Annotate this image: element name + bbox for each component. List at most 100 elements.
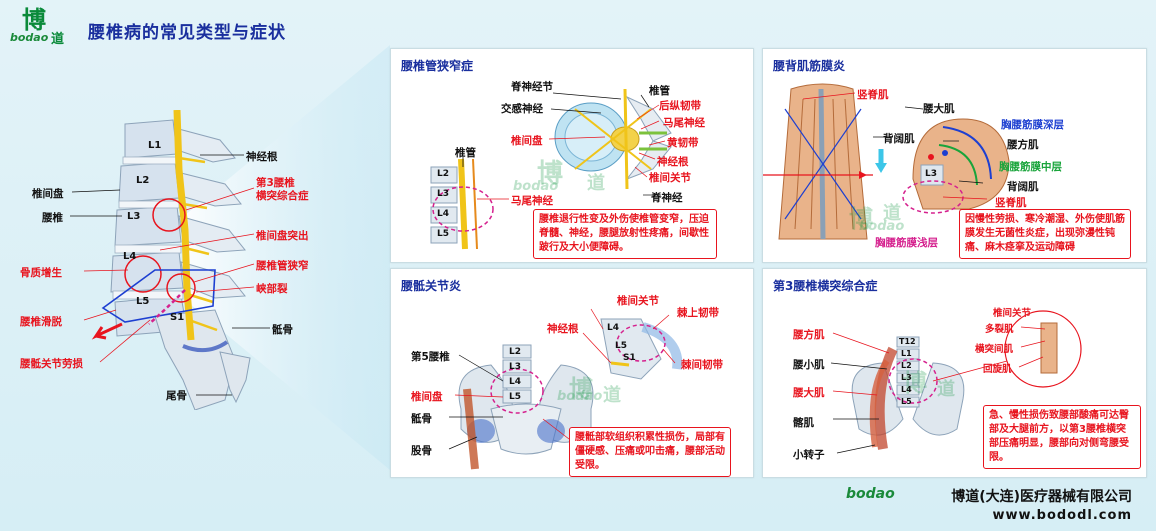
p4-label-trochanter: 小转子 <box>793 449 825 461</box>
panel-stenosis: 腰椎管狭窄症 <box>390 48 754 263</box>
p4-level-l3: L3 <box>901 373 912 382</box>
lumbosacral-illustration <box>448 308 683 470</box>
p1-level-l3: L3 <box>437 189 449 199</box>
p3-label-femur: 股骨 <box>411 445 432 457</box>
watermark-cn2: 道 <box>603 385 621 406</box>
p1-label-pll: 后纵韧带 <box>659 100 701 112</box>
p3-level-l2: L2 <box>509 347 521 357</box>
p4-label-psoas: 腰大肌 <box>793 387 825 399</box>
p1-label-cauda: 马尾神经 <box>663 117 705 129</box>
panel-stenosis-title: 腰椎管狭窄症 <box>401 59 474 73</box>
p4-level-t12: T12 <box>899 337 916 346</box>
label-disc: 椎间盘 <box>32 188 64 200</box>
label-osteophyte: 骨质增生 <box>20 267 62 279</box>
p3-label-root: 神经根 <box>547 323 579 335</box>
p4-level-l2: L2 <box>901 361 912 370</box>
watermark-en: bodao <box>859 219 905 234</box>
p3-side-level-s1: S1 <box>623 353 636 363</box>
label-nerve-root: 神经根 <box>246 151 278 163</box>
p4-description: 急、慢性损伤致腰部酸痛可达臀部及大腿前方，以第3腰椎横突部压痛明显，腰部向对侧弯… <box>983 405 1141 469</box>
brand-logo-en: bodao <box>10 31 49 44</box>
p4-label-iliacus: 髂肌 <box>793 417 814 429</box>
watermark-en: bodao <box>557 389 603 404</box>
light-beam <box>185 45 390 470</box>
p1-label-root: 神经根 <box>657 156 689 168</box>
p3-level-l3: L3 <box>509 362 521 372</box>
vertebra-s1-label: S1 <box>170 312 185 323</box>
vertebra-l5-label: L5 <box>136 296 150 307</box>
p3-label-inter: 棘间韧带 <box>681 359 723 371</box>
watermark-cn: 博 <box>537 159 564 189</box>
p1-label-flavum: 黄韧带 <box>667 137 699 149</box>
company-website[interactable]: www.bododl.com <box>992 508 1132 523</box>
coccyx-shape <box>219 351 251 404</box>
p4-level-l1: L1 <box>901 349 912 358</box>
p2-label-middle: 胸腰筋膜中层 <box>999 161 1062 173</box>
panel-lumbosacral: 腰骶关节炎 <box>390 268 754 478</box>
left-leader-lines <box>70 154 270 396</box>
p2-description: 因慢性劳损、寒冷潮湿、外伤使肌筋膜发生无菌性炎症，出现弥漫性钝痛、麻木痉挛及运动… <box>959 209 1131 259</box>
p1-level-l5: L5 <box>437 229 449 239</box>
label-si-strain: 腰骶关节劳损 <box>20 358 83 370</box>
p1-label-canal2: 椎管 <box>455 147 476 159</box>
watermark-cn2: 道 <box>587 173 605 194</box>
vertebra-l4-label: L4 <box>123 251 137 262</box>
p1-label-disc: 椎间盘 <box>511 135 543 147</box>
p4-label-facet: 椎间关节 <box>993 308 1032 319</box>
l3-syndrome-illustration <box>830 310 1082 454</box>
p1-label-facet: 椎间关节 <box>649 172 691 184</box>
p2-label-ql: 腰方肌 <box>1007 139 1039 151</box>
p4-level-l4: L4 <box>901 385 912 394</box>
label-sacrum: 骶骨 <box>272 324 293 336</box>
p2-label-latissimus: 背阔肌 <box>883 133 915 145</box>
p1-label-cauda2: 马尾神经 <box>511 195 553 207</box>
p2-label-erector: 竖脊肌 <box>857 89 889 101</box>
vertebra-l1-label: L1 <box>148 140 162 151</box>
p3-label-disc: 椎间盘 <box>411 391 443 403</box>
page-title: 腰椎病的常见类型与症状 <box>88 23 286 43</box>
label-coccyx: 尾骨 <box>166 390 187 402</box>
slip-arrow <box>91 322 123 340</box>
p1-label-sympathetic: 交感神经 <box>501 103 543 115</box>
p4-level-l5: L5 <box>901 397 912 406</box>
spine-illustration <box>101 110 246 410</box>
brand-logo-cn2: 道 <box>51 32 65 47</box>
watermark-en: bodao <box>513 179 559 194</box>
p2-level-l3: L3 <box>925 169 937 179</box>
p4-label-rotator: 回旋肌 <box>983 364 1012 375</box>
panel-lumbosacral-title: 腰骶关节炎 <box>401 279 462 293</box>
label-lumbar: 腰椎 <box>42 212 63 224</box>
p1-level-l2: L2 <box>437 169 449 179</box>
p1-label-spinal-nerve: 脊神经 <box>651 192 683 204</box>
panel-l3-syndrome: 第3腰椎横突综合症 <box>762 268 1147 478</box>
p3-side-level-l4: L4 <box>607 323 619 333</box>
vertebra-l2-label: L2 <box>136 175 150 186</box>
p3-label-l5: 第5腰椎 <box>411 351 450 363</box>
panel-l3-syndrome-title: 第3腰椎横突综合症 <box>773 279 878 293</box>
panel-fasciitis: 腰背肌筋膜炎 <box>762 48 1147 263</box>
footer-brand-logo: bodao <box>846 486 895 502</box>
p1-label-ganglion: 脊神经节 <box>511 81 553 93</box>
watermark-cn2: 道 <box>883 203 901 224</box>
company-name: 博道(大连)医疗器械有限公司 <box>951 489 1132 505</box>
watermark-cn: 博 <box>569 374 593 403</box>
stenosis-illustration <box>430 88 672 250</box>
watermark-cn: 博 <box>849 204 873 233</box>
p3-side-level-l5: L5 <box>615 341 627 351</box>
watermark-cn2: 道 <box>937 379 955 400</box>
fasciitis-illustration <box>763 83 1010 240</box>
vertebra-l3-label: L3 <box>127 211 141 222</box>
p3-label-facet: 椎间关节 <box>617 295 659 307</box>
p4-label-ql: 腰方肌 <box>793 329 825 341</box>
p2-label-psoas: 腰大肌 <box>923 103 955 115</box>
p3-description: 腰骶部软组织积累性损伤，局部有僵硬感、压痛或叩击痛，腰部活动受限。 <box>569 427 731 477</box>
p3-label-sacrum: 骶骨 <box>411 413 432 425</box>
p2-label-erector2: 竖脊肌 <box>995 197 1027 209</box>
label-spondylolisthesis: 腰椎滑脱 <box>20 316 62 328</box>
label-isthmus: 峡部裂 <box>256 283 288 295</box>
panel-fasciitis-title: 腰背肌筋膜炎 <box>773 59 846 73</box>
label-l3-syndrome: 第3腰椎 横突综合症 <box>256 177 309 202</box>
p1-level-l4: L4 <box>437 209 449 219</box>
p2-label-superficial: 胸腰筋膜浅层 <box>875 237 938 249</box>
